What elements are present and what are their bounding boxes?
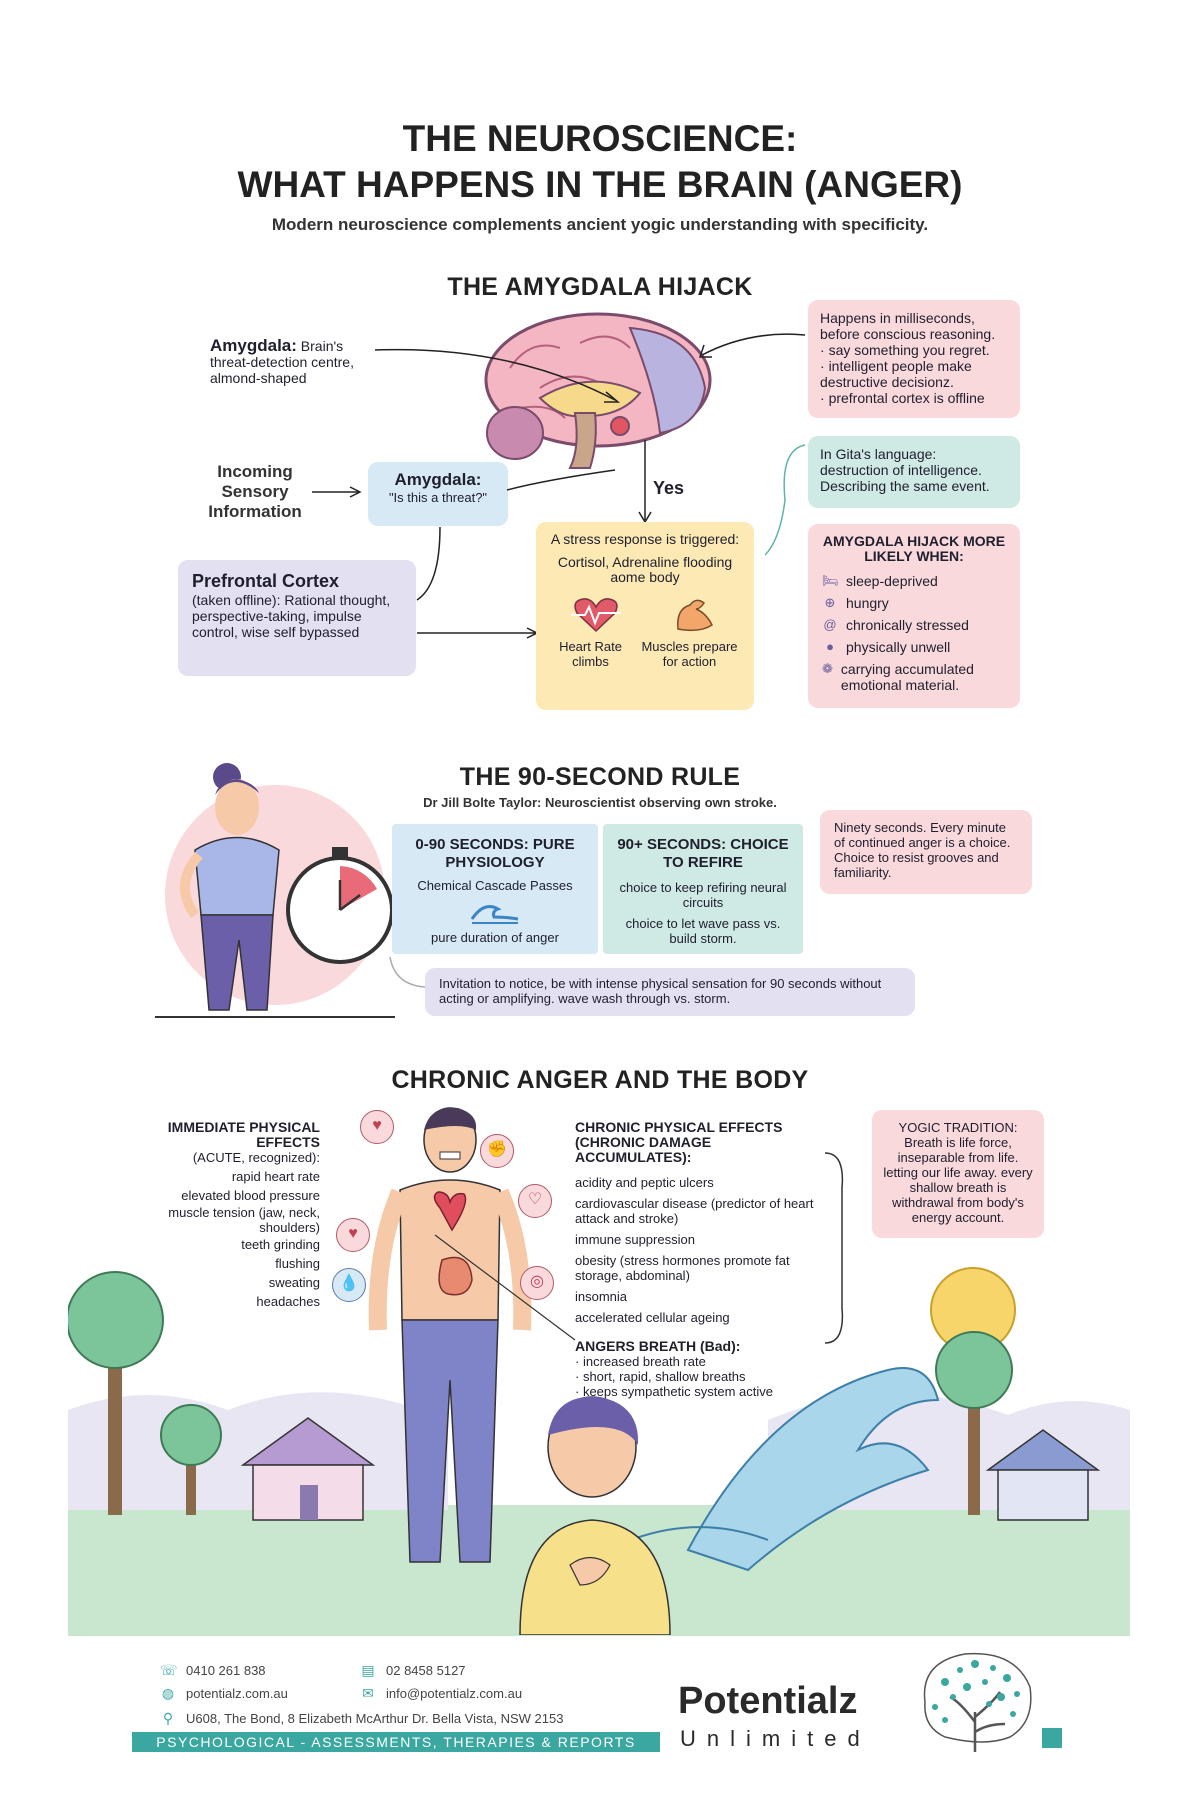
immediate-item: rapid heart rate [231, 1169, 320, 1184]
yes-label: Yes [653, 478, 685, 498]
bracket-gita [764, 444, 806, 556]
body-illustration [368, 1107, 532, 1563]
incoming-sensory-label: Incoming Sensory Information [208, 462, 302, 521]
blood-pressure-icon: ♥ [336, 1218, 370, 1252]
likely-item: 🛏sleep-deprived [822, 573, 938, 589]
brand-subname: Unlimited [680, 1726, 871, 1751]
plate-icon: ⊕ [824, 595, 836, 610]
footer-address-row: ⚲ U608, The Bond, 8 Elizabeth McArthur Dr… [160, 1710, 564, 1727]
immediate-item: sweating [268, 1275, 320, 1290]
breath-item: · keeps sympathetic system active [575, 1384, 773, 1399]
arrow-amygdala-to-brain [374, 348, 621, 403]
immediate-item: elevated blood pressure [181, 1188, 320, 1203]
location-pin-icon: ⚲ [162, 1710, 174, 1726]
chronic-item: accelerated cellular ageing [575, 1310, 730, 1325]
immediate-item: teeth grinding [241, 1237, 320, 1252]
chronic-item: cardiovascular disease (predictor of hea… [575, 1196, 814, 1226]
zero-ninety-box: 0-90 SECONDS: PURE PHYSIOLOGY Chemical C… [392, 824, 598, 954]
section-title-amygdala: THE AMYGDALA HIJACK [447, 273, 753, 301]
chronic-item: insomnia [575, 1289, 628, 1304]
footer-web[interactable]: potentialz.com.au [186, 1686, 288, 1701]
likely-item: ⊕hungry [822, 592, 1006, 614]
virus-icon: ● [826, 639, 834, 654]
bracket-chronic [824, 1152, 844, 1344]
stress-response-box: A stress response is triggered: Cortisol… [536, 522, 754, 710]
page-subtitle: Modern neuroscience complements ancient … [271, 215, 929, 234]
phone-icon: ☏ [160, 1662, 178, 1678]
woman-stopwatch-illustration [155, 763, 395, 1018]
heart-rate-label: Heart Rate climbs [559, 639, 622, 669]
section-title-90: THE 90-SECOND RULE [459, 763, 741, 791]
wave-icon [470, 905, 519, 924]
immediate-item: headaches [256, 1294, 320, 1309]
ninety-note-box: Ninety seconds. Every minute of continue… [820, 810, 1032, 894]
amygdala-label: Amygdala: Brain's threat-detection centr… [210, 336, 354, 386]
milliseconds-box: Happens in milliseconds, before consciou… [808, 300, 1020, 418]
stomach-icon: ◎ [520, 1266, 554, 1300]
chronic-item: immune suppression [575, 1232, 695, 1247]
likely-box: AMYGDALA HIJACK MORE LIKELY WHEN: 🛏sleep… [808, 524, 1020, 708]
brand-tree-logo [923, 1652, 1032, 1752]
arrow-incoming [312, 486, 362, 498]
spiral-icon: @ [823, 617, 837, 632]
arrow-milliseconds-to-brain [698, 333, 806, 358]
mail-icon: ✉ [362, 1685, 374, 1701]
prefrontal-box: Prefrontal Cortex (taken offline): Ratio… [178, 560, 416, 676]
arrows-prefrontal [416, 526, 539, 639]
heart-rate-icon: ♥ [360, 1110, 394, 1144]
likely-item: ❁carrying accumulated emotional material… [822, 661, 974, 693]
muscle-tension-icon: ✊ [480, 1134, 514, 1168]
breath-item: · increased breath rate [575, 1354, 706, 1369]
breathing-person-illustration [519, 1396, 671, 1635]
page-title-line2: WHAT HAPPENS IN THE BRAIN (ANGER) [237, 164, 963, 205]
breath-item: · short, rapid, shallow breaths [575, 1369, 746, 1384]
knot-icon: ❁ [822, 661, 833, 676]
ninety-plus-box: 90+ SECONDS: CHOICE TO REFIRE choice to … [603, 824, 803, 954]
chronic-item: acidity and peptic ulcers [575, 1175, 714, 1190]
amygdala-dot [610, 416, 630, 436]
brain-illustration [484, 312, 712, 469]
arrow-invitation [389, 956, 426, 988]
likely-item: @chronically stressed [823, 617, 969, 633]
footer-address: U608, The Bond, 8 Elizabeth McArthur Dr.… [186, 1711, 564, 1726]
footer-accent-square [1042, 1728, 1062, 1748]
section-title-chronic: CHRONIC ANGER AND THE BODY [391, 1066, 809, 1094]
immediate-item: muscle tension (jaw, neck, shoulders) [168, 1205, 320, 1235]
chronic-item: obesity (stress hormones promote fat sto… [575, 1253, 790, 1283]
yogic-box: YOGIC TRADITION: Breath is life force, i… [872, 1110, 1044, 1238]
arrows-question-yes [506, 440, 652, 524]
footer-email[interactable]: info@potentialz.com.au [386, 1686, 523, 1701]
gita-box: In Gita's language: destruction of intel… [808, 436, 1020, 508]
heart-icon [570, 598, 621, 633]
immediate-effects: IMMEDIATE PHYSICAL EFFECTS (ACUTE, recog… [150, 1120, 320, 1311]
amygdala-question-box: Amygdala: "Is this a threat?" [368, 462, 508, 526]
rule90-subtitle: Dr Jill Bolte Taylor: Neuroscientist obs… [423, 795, 777, 810]
footer-contact-left: ☏ 0410 261 838 ◍ potentialz.com.au [160, 1662, 380, 1708]
heart-disease-icon: ♡ [518, 1184, 552, 1218]
footer-tagline: PSYCHOLOGICAL - ASSESSMENTS, THERAPIES &… [132, 1732, 660, 1752]
sweat-drop-icon: 💧 [332, 1268, 366, 1302]
footer-contact-right: ▤ 02 8458 5127 ✉ info@potentialz.com.au [360, 1662, 620, 1708]
chronic-effects: CHRONIC PHYSICAL EFFECTS (CHRONIC DAMAGE… [575, 1119, 814, 1400]
pointer-line-chronic [434, 1234, 576, 1341]
brand-name: Potentialz [678, 1680, 858, 1722]
immediate-item: flushing [275, 1256, 320, 1271]
globe-icon: ◍ [161, 1685, 175, 1701]
muscle-icon [676, 599, 713, 632]
invitation-box: Invitation to notice, be with intense ph… [425, 968, 915, 1016]
bed-icon: 🛏 [822, 573, 839, 588]
footer-fax: 02 8458 5127 [386, 1663, 466, 1678]
fax-icon: ▤ [361, 1662, 375, 1678]
footer-phone[interactable]: 0410 261 838 [186, 1663, 266, 1678]
likely-item: ●physically unwell [822, 636, 1006, 658]
page-title-line1: THE NEUROSCIENCE: [402, 118, 798, 159]
muscles-label: Muscles prepare for action [641, 639, 738, 669]
